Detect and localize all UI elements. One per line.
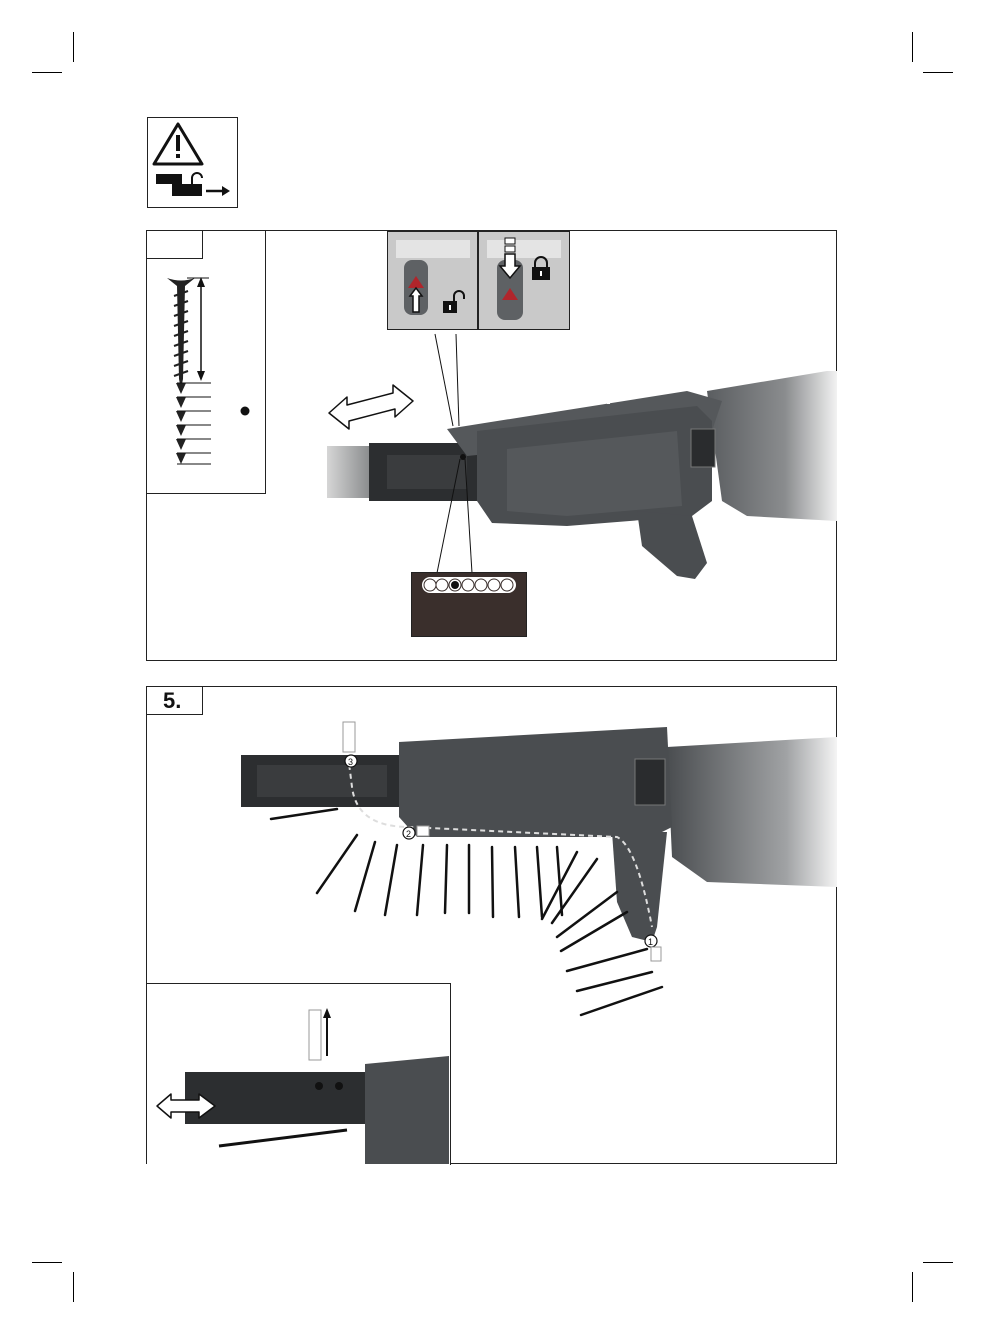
crop-mark-top-left-h	[32, 72, 62, 73]
crop-mark-top-left-v	[73, 32, 74, 62]
crop-mark-bottom-left-v	[73, 1272, 74, 1302]
warning-triangle-icon	[148, 118, 236, 206]
crop-mark-bottom-right-v	[912, 1272, 913, 1302]
callout-number-2: 2	[406, 829, 411, 839]
locked-padlock-icon	[529, 256, 553, 282]
crop-mark-bottom-left-h	[32, 1262, 62, 1263]
step-5-panel: 5.	[146, 686, 837, 1164]
crop-mark-bottom-right-h	[923, 1262, 953, 1263]
crop-mark-top-right-v	[912, 32, 913, 62]
callout-number-1: 1	[648, 937, 653, 947]
callout-number-3: 3	[348, 757, 353, 767]
crop-mark-top-right-h	[923, 72, 953, 73]
depth-scale-plate	[411, 572, 527, 637]
lock-panel	[478, 231, 570, 330]
step-4-panel	[146, 230, 837, 661]
unlock-panel	[387, 231, 478, 330]
step-5-inset	[147, 983, 451, 1165]
warning-box	[147, 117, 238, 208]
unlocked-padlock-icon	[440, 290, 466, 316]
